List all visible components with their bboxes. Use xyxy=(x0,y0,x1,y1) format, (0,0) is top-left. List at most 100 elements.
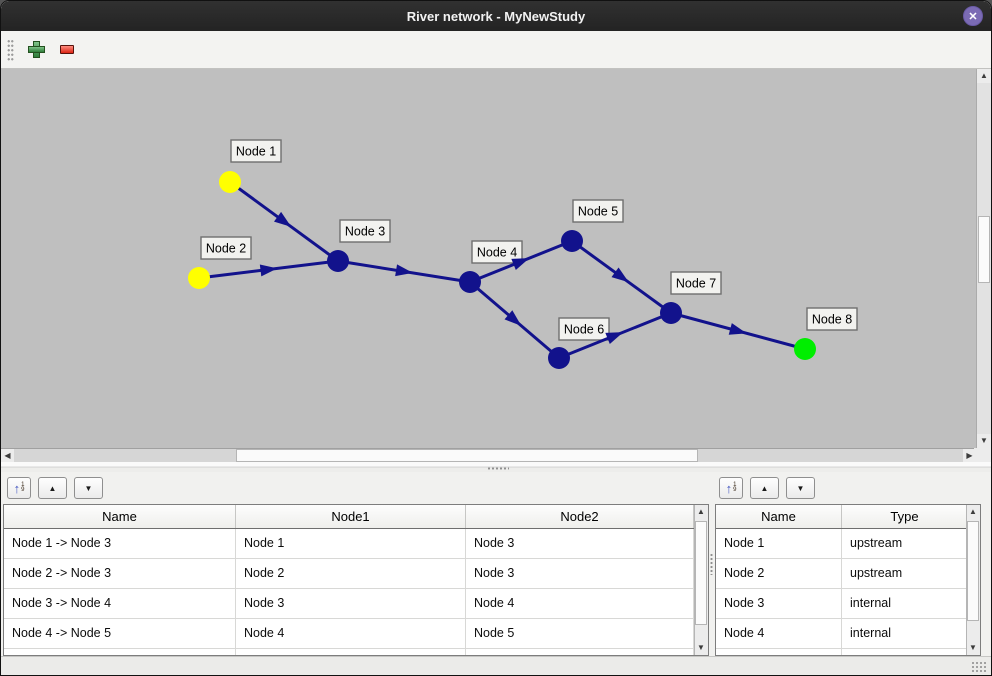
table-cell xyxy=(716,649,842,655)
table-cell xyxy=(842,649,968,655)
graph-node[interactable] xyxy=(548,347,570,369)
table-cell: Node 3 xyxy=(466,559,694,589)
sort-digit-bottom: 9 xyxy=(21,487,25,493)
add-button[interactable] xyxy=(22,37,48,63)
node-label: Node 7 xyxy=(676,277,716,291)
scrollbar-corner xyxy=(974,448,991,462)
node-label-box[interactable] xyxy=(471,240,523,264)
table-scroll-thumb[interactable] xyxy=(695,521,707,625)
edge-arrow-icon xyxy=(611,267,629,283)
edge-arrow-icon xyxy=(605,332,624,345)
sort-button[interactable]: ↑ 1 9 xyxy=(719,477,743,499)
node-label: Node 3 xyxy=(345,225,385,239)
main-toolbar xyxy=(1,31,991,69)
minus-icon xyxy=(60,45,74,54)
window-title: River network - MyNewStudy xyxy=(406,8,586,24)
node-label-box[interactable] xyxy=(558,317,610,341)
column-header[interactable]: Type xyxy=(842,505,968,528)
move-up-button[interactable]: ▲ xyxy=(750,477,779,499)
vertical-scroll-thumb[interactable] xyxy=(978,216,990,283)
table-scroll-thumb[interactable] xyxy=(967,521,979,621)
table-cell: Node 3 xyxy=(236,589,466,619)
graph-node[interactable] xyxy=(327,250,349,272)
scroll-down-icon[interactable]: ▼ xyxy=(695,641,707,655)
scroll-up-icon[interactable]: ▲ xyxy=(967,505,979,519)
graph-node[interactable] xyxy=(561,230,583,252)
horizontal-splitter[interactable] xyxy=(1,462,991,472)
sort-button[interactable]: ↑ 1 9 xyxy=(7,477,31,499)
toolbar-grip[interactable] xyxy=(7,38,14,61)
node-label-box[interactable] xyxy=(230,139,282,163)
canvas-vertical-scrollbar[interactable]: ▲ ▼ xyxy=(976,69,991,448)
scroll-up-icon[interactable]: ▲ xyxy=(977,69,991,83)
table-cell: Node 2 -> Node 3 xyxy=(4,559,236,589)
table-cell: Node 3 xyxy=(466,529,694,559)
canvas-horizontal-scrollbar[interactable]: ◀ ▶ xyxy=(1,448,976,462)
scroll-down-icon[interactable]: ▼ xyxy=(977,434,991,448)
move-down-button[interactable]: ▼ xyxy=(74,477,103,499)
vertical-splitter[interactable] xyxy=(709,472,713,656)
scroll-left-icon[interactable]: ◀ xyxy=(1,449,14,462)
node-label-box[interactable] xyxy=(806,307,858,331)
table-cell: Node 5 xyxy=(466,619,694,649)
plus-icon xyxy=(28,41,45,58)
edge-arrow-icon xyxy=(395,264,413,277)
splitter-handle-icon xyxy=(709,553,713,575)
scroll-up-icon[interactable]: ▲ xyxy=(695,505,707,519)
node-label-box[interactable] xyxy=(200,236,252,260)
node-label-box[interactable] xyxy=(572,199,624,223)
links-table-scrollbar[interactable]: ▲ ▼ xyxy=(694,505,708,655)
column-header[interactable]: Name xyxy=(4,505,236,528)
table-cell: Node 3 xyxy=(716,589,842,619)
table-cell: Node 3 -> Node 4 xyxy=(4,589,236,619)
table-cell: Node 4 xyxy=(236,619,466,649)
move-up-button[interactable]: ▲ xyxy=(38,477,67,499)
edge-arrow-icon xyxy=(259,264,278,277)
graph-node[interactable] xyxy=(188,267,210,289)
graph-node[interactable] xyxy=(219,171,241,193)
node-label-box[interactable] xyxy=(339,219,391,243)
table-row[interactable] xyxy=(716,649,980,655)
move-down-button[interactable]: ▼ xyxy=(786,477,815,499)
resize-grip-icon[interactable] xyxy=(971,661,987,672)
node-label-box[interactable] xyxy=(670,271,722,295)
column-header[interactable]: Node2 xyxy=(466,505,694,528)
table-cell: Node 1 -> Node 3 xyxy=(4,529,236,559)
scroll-right-icon[interactable]: ▶ xyxy=(963,449,976,462)
remove-button[interactable] xyxy=(54,37,80,63)
table-row[interactable] xyxy=(4,649,708,655)
node-label: Node 5 xyxy=(578,205,618,219)
scroll-down-icon[interactable]: ▼ xyxy=(967,641,979,655)
horizontal-scroll-thumb[interactable] xyxy=(236,449,698,462)
titlebar[interactable]: River network - MyNewStudy ✕ xyxy=(1,1,991,31)
close-button[interactable]: ✕ xyxy=(963,6,983,26)
nodes-table-scrollbar[interactable]: ▲ ▼ xyxy=(966,505,980,655)
edge-arrow-icon xyxy=(274,211,292,227)
graph-node[interactable] xyxy=(794,338,816,360)
column-header[interactable]: Name xyxy=(716,505,842,528)
splitter-handle-icon xyxy=(487,467,509,470)
column-header[interactable]: Node1 xyxy=(236,505,466,528)
graph-node[interactable] xyxy=(660,302,682,324)
edge-arrow-icon xyxy=(504,310,522,326)
table-cell: internal xyxy=(842,619,968,649)
table-cell: Node 4 xyxy=(716,619,842,649)
table-cell xyxy=(236,649,466,655)
graph-node[interactable] xyxy=(459,271,481,293)
